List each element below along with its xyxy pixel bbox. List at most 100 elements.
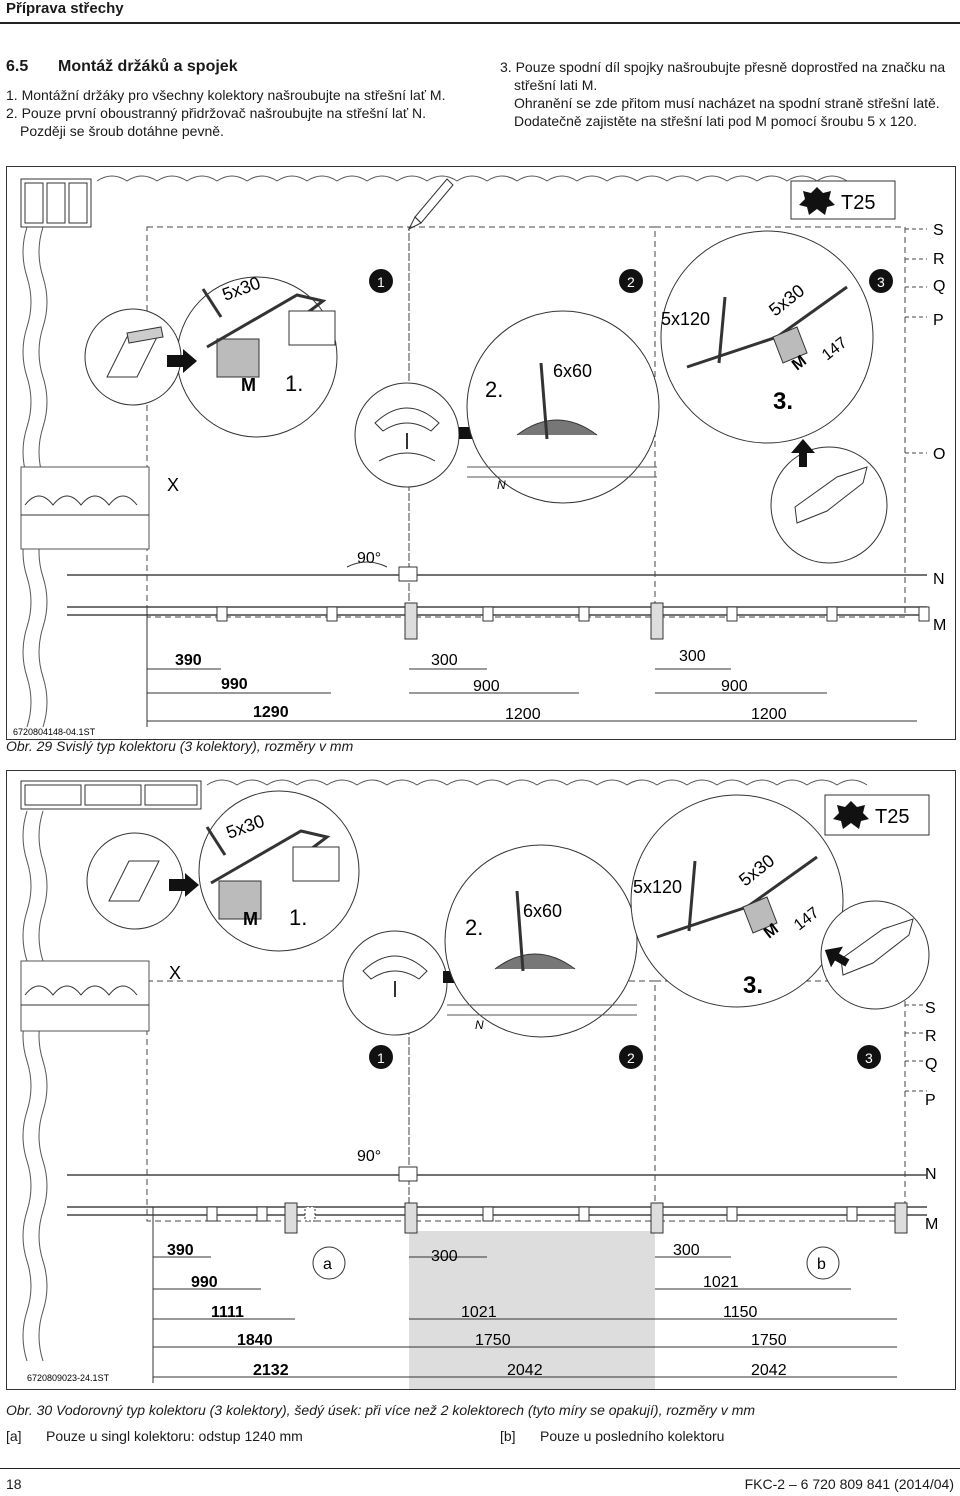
roof-edge-left — [22, 810, 32, 1362]
rail-N-label: N — [497, 478, 506, 492]
pencil-icon — [407, 178, 454, 231]
detail-circle-connector — [630, 794, 844, 1008]
note-a-marker — [312, 1246, 346, 1280]
lath-label-S: S — [925, 1000, 936, 1017]
figure-code: 6720804148-04.1ST — [13, 727, 96, 737]
step-3-label: 3. — [773, 388, 793, 415]
dim-1840: 1840 — [237, 1332, 273, 1349]
dim-1021-b: 1021 — [703, 1274, 739, 1291]
badge-2-label: 2 — [627, 274, 635, 290]
arrow-right-icon — [169, 873, 199, 897]
detail-circle-connector — [660, 230, 874, 444]
step-2-label: 2. — [485, 377, 503, 402]
figure-code: 6720809023-24.1ST — [27, 1373, 110, 1383]
lath-M-block — [216, 338, 260, 378]
torx-star-icon — [833, 801, 869, 829]
dim-1021-a: 1021 — [461, 1304, 497, 1321]
holder-N — [398, 1166, 418, 1182]
dim-1750-b: 1750 — [751, 1332, 787, 1349]
dim-1750-a: 1750 — [475, 1332, 511, 1349]
collector-outline-3 — [654, 980, 906, 1222]
note-a-text: Pouze u singl kolektoru: odstup 1240 mm — [46, 1428, 303, 1444]
dim-300-b: 300 — [679, 648, 706, 665]
lath-label-M: M — [933, 617, 946, 634]
page-number: 18 — [6, 1476, 22, 1492]
clamp-top — [362, 955, 428, 980]
lath-M-block — [742, 896, 778, 934]
torx-t25-box: T25 — [790, 180, 896, 220]
note-a-label: a — [323, 1256, 332, 1273]
x-label: X — [167, 475, 179, 495]
badge-3-label: 3 — [877, 274, 885, 290]
detail-circle-clamp-mounted — [466, 310, 660, 504]
lath-label-Q: Q — [933, 278, 945, 295]
lath-M-block — [218, 880, 262, 920]
clamp-top — [374, 407, 440, 432]
connector-part — [794, 466, 868, 524]
lath-M-label: M — [241, 375, 256, 395]
note-b-label: b — [817, 1256, 826, 1273]
note-a-key: [a] — [6, 1428, 22, 1444]
dim-1290: 1290 — [253, 704, 289, 721]
figure-29-caption: Obr. 29 Svislý typ kolektoru (3 kolektor… — [6, 738, 354, 754]
angle-label: 90° — [357, 1148, 381, 1165]
step-1: 1. Montážní držáky pro všechny kolektory… — [6, 87, 446, 103]
angle-label: 90° — [357, 550, 381, 567]
dim-390: 390 — [167, 1242, 194, 1259]
step-3-note-1: Ohranění se zde přitom musí nacházet na … — [514, 95, 940, 111]
dim-1200-b: 1200 — [751, 706, 787, 723]
screw-5x120-label: 5x120 — [633, 877, 682, 897]
badge-2-label: 2 — [627, 1050, 635, 1066]
torx-label: T25 — [841, 192, 875, 214]
lath-M-block — [772, 326, 808, 364]
badge-1 — [369, 1045, 393, 1069]
holder-N — [398, 566, 418, 582]
dim-2132: 2132 — [253, 1362, 289, 1379]
steps-right: 3. Pouze spodní díl spojky našroubujte p… — [500, 58, 958, 130]
dim-2042-b: 2042 — [751, 1362, 787, 1379]
badge-2 — [619, 269, 643, 293]
lath-label-S: S — [933, 222, 944, 239]
screw-icon — [201, 288, 223, 318]
step-2-label: 2. — [465, 915, 483, 940]
figure-30-caption: Obr. 30 Vodorovný typ kolektoru (3 kolek… — [6, 1402, 756, 1418]
note-b-text: Pouze u posledního kolektoru — [540, 1428, 725, 1444]
dim-900-a: 900 — [473, 678, 500, 695]
step-3-cont: střešní lati M. — [514, 77, 598, 93]
screw-icon — [205, 826, 227, 856]
lath-label-R: R — [933, 251, 945, 268]
step-3: 3. Pouze spodní díl spojky našroubujte p… — [500, 59, 946, 75]
lath-label-N: N — [933, 571, 945, 588]
note-b: [b]Pouze u posledního kolektoru — [500, 1428, 724, 1444]
lath-M-label: M — [243, 909, 258, 929]
bracket-small-part — [108, 860, 160, 902]
connector-part — [840, 918, 914, 976]
bracket-plate — [292, 846, 340, 882]
step-2: 2. Pouze první oboustranný přidržovač na… — [6, 105, 427, 121]
holders-M — [206, 1202, 908, 1234]
screw-6x60-label: 6x60 — [523, 901, 562, 921]
arrow-right-icon — [167, 349, 197, 373]
bracket-hook — [206, 293, 327, 349]
roof-tiles-top — [96, 175, 848, 182]
dimension-lines — [152, 1207, 897, 1383]
figure-30-frame: S R Q P N M T25 5x30 M 1. N 6x60 2. 5x12… — [6, 770, 956, 1390]
skylight-icon — [20, 178, 92, 228]
dim-1200-a: 1200 — [505, 706, 541, 723]
screw-icon — [539, 362, 549, 440]
screw-icon — [687, 860, 697, 932]
bracket-small-top — [126, 326, 164, 344]
dim-1111: 1111 — [211, 1304, 244, 1321]
badge-1-label: 1 — [377, 1050, 385, 1066]
x-label: X — [169, 963, 181, 983]
clamp-mounted — [516, 419, 598, 436]
lath-label-M: M — [925, 1216, 938, 1233]
note-a: [a] Pouze u singl kolektoru: odstup 1240 … — [6, 1428, 303, 1444]
dim-990: 990 — [191, 1274, 218, 1291]
steps-left: 1. Montážní držáky pro všechny kolektory… — [6, 86, 476, 140]
figure-29-frame: S R Q P O N M T25 5x30 M 1. 1 N 6x60 2. … — [6, 166, 956, 740]
clamp-mounted — [494, 953, 576, 970]
step-3-label: 3. — [743, 972, 763, 999]
dim-300-a: 300 — [431, 652, 458, 669]
